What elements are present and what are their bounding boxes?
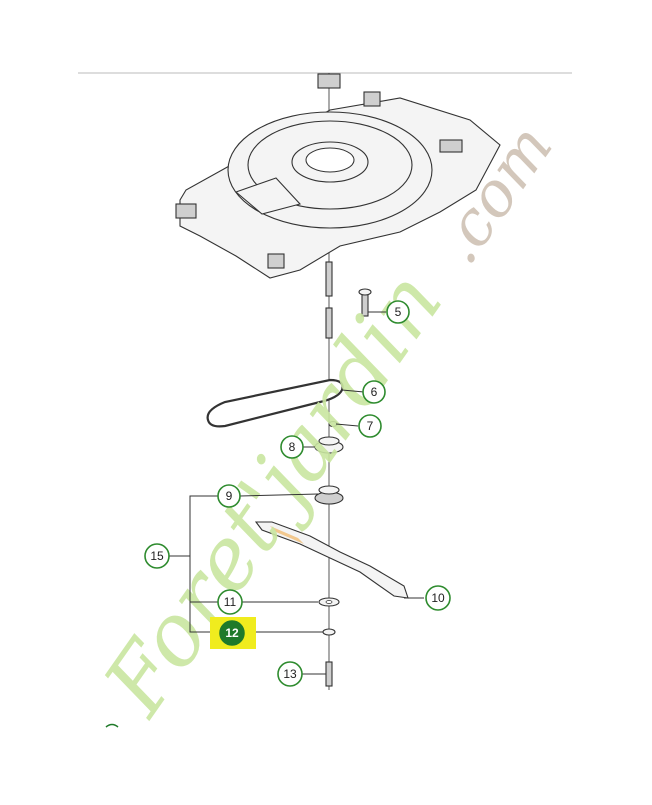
callout-9[interactable]: 9 — [217, 484, 241, 508]
callout-7[interactable]: 7 — [358, 414, 382, 438]
callout-6[interactable]: 6 — [362, 380, 386, 404]
leader-lines — [169, 311, 424, 675]
blade-bolt-part — [325, 661, 333, 687]
callout-7-label: 7 — [367, 419, 374, 433]
callout-9-label: 9 — [226, 489, 233, 503]
callout-6-label: 6 — [371, 385, 378, 399]
callout-10[interactable]: 10 — [425, 585, 451, 611]
mower-deck — [175, 73, 501, 279]
corner-mark — [105, 723, 119, 728]
callout-11[interactable]: 11 — [217, 589, 243, 615]
callout-5-label: 5 — [395, 305, 402, 319]
callout-8-label: 8 — [289, 440, 296, 454]
pulley-part — [314, 436, 344, 454]
blade-hub-part — [314, 485, 344, 505]
callout-10-label: 10 — [431, 591, 445, 605]
callout-12-label: 12 — [225, 626, 239, 640]
washer-hole — [325, 600, 333, 604]
deck-bolts — [325, 261, 372, 339]
callout-15-label: 15 — [150, 549, 164, 563]
small-washer-part — [322, 628, 336, 636]
watermark-main-text: Foret'jardin — [84, 254, 462, 734]
callout-8[interactable]: 8 — [280, 435, 304, 459]
callout-12[interactable]: 12 — [219, 620, 245, 646]
callout-11-label: 11 — [224, 595, 237, 609]
callout-13-label: 13 — [283, 667, 297, 681]
blade-cutout — [270, 526, 304, 544]
callout-5[interactable]: 5 — [386, 300, 410, 324]
callout-15[interactable]: 15 — [144, 543, 170, 569]
callout-13[interactable]: 13 — [277, 661, 303, 687]
